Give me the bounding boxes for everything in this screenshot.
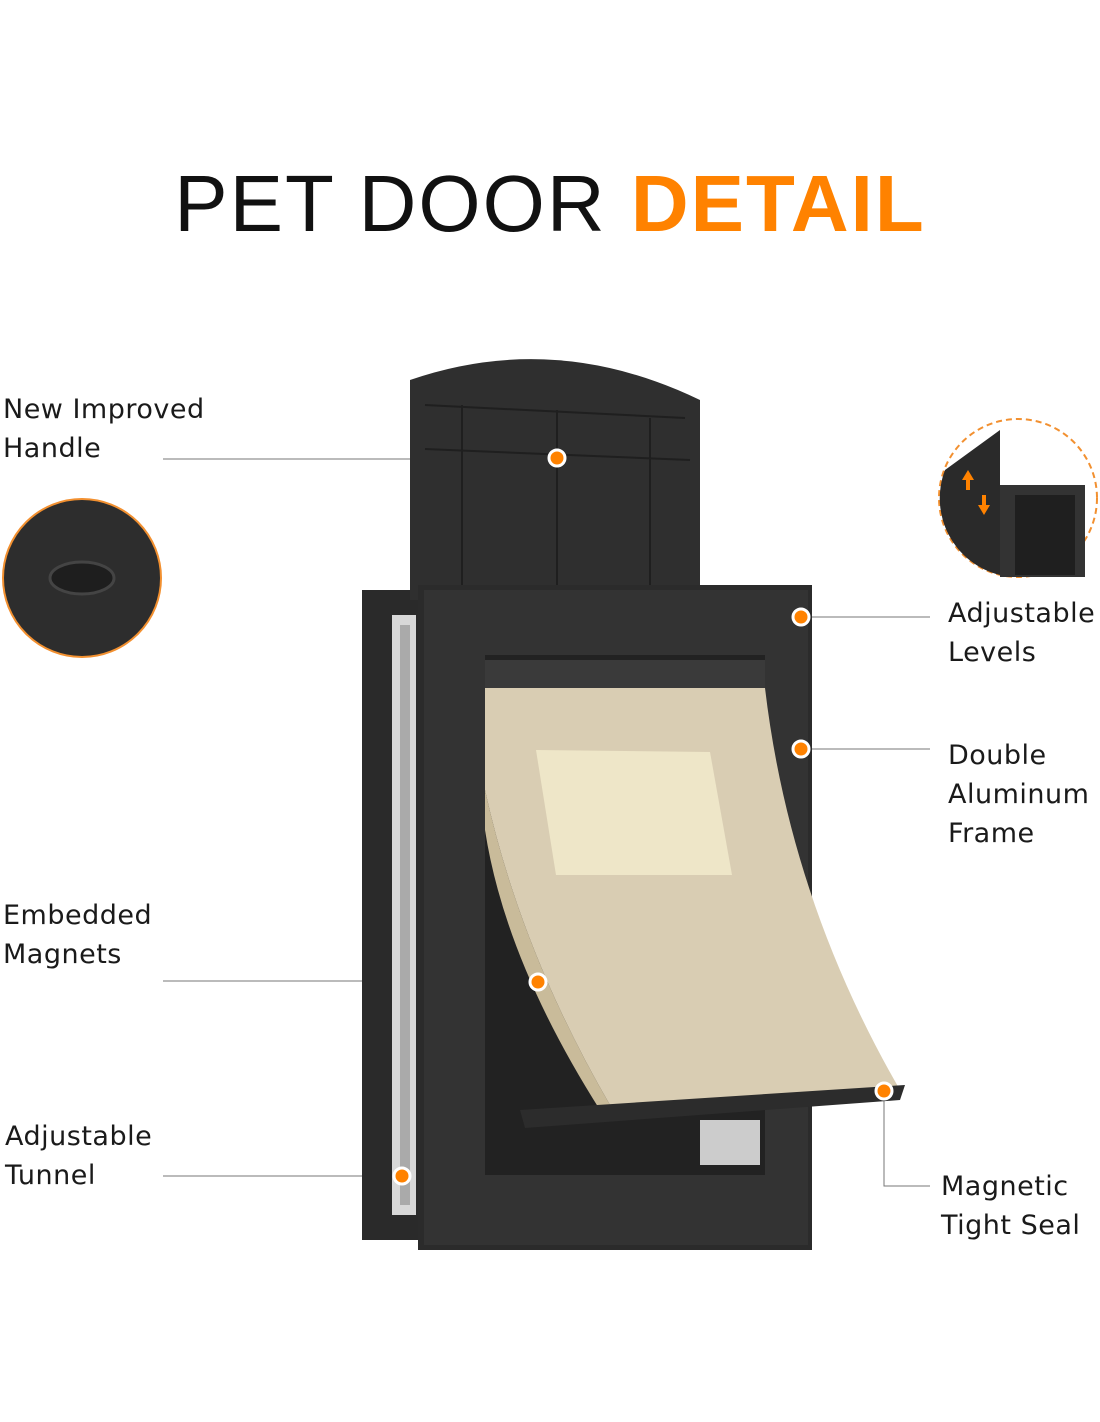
page-title: PET DOOR DETAIL [0,158,1100,250]
callout-adjustable-levels: Adjustable Levels [948,598,1096,668]
callout-tunnel: Adjustable Tunnel [5,1121,153,1191]
callout-magnets: Embedded Magnets [3,900,153,970]
callout-seal: Magnetic Tight Seal [941,1171,1081,1241]
callout-handle: New Improved Handle [3,394,205,464]
callout-dots [392,448,894,1186]
title-part2: DETAIL [630,159,926,248]
callout-double-frame: Double Aluminum Frame [948,740,1090,849]
handle-detail-circle [2,498,162,658]
levels-detail-circle [938,418,1098,578]
title-part1: PET DOOR [174,159,607,248]
